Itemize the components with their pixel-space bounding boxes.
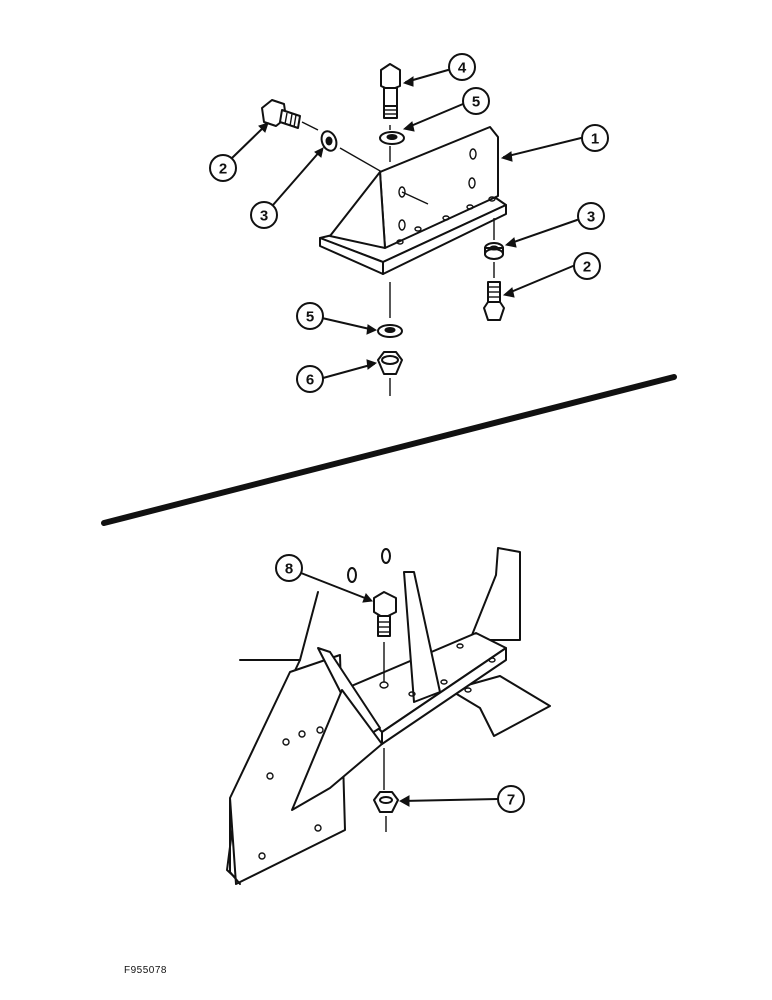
- svg-text:2: 2: [583, 259, 591, 276]
- callout-6: 6: [296, 365, 324, 393]
- washer-bottom: [377, 324, 403, 338]
- washer-top: [379, 131, 405, 162]
- bolt-angled-left: [261, 99, 319, 131]
- washer-left: [320, 130, 383, 173]
- figure-id: F955078: [124, 965, 167, 976]
- mounting-bracket: [319, 126, 507, 275]
- callout-2-left: 2: [209, 154, 237, 182]
- callout-1: 1: [581, 124, 609, 152]
- callout-4: 4: [448, 53, 476, 81]
- bolt-vertical-right: [483, 262, 505, 321]
- svg-text:1: 1: [591, 131, 599, 148]
- svg-text:2: 2: [219, 161, 227, 178]
- nut-bottom: [377, 351, 403, 396]
- top-bracket-assembly: [261, 63, 507, 396]
- svg-text:6: 6: [306, 372, 314, 389]
- svg-text:3: 3: [587, 209, 595, 226]
- callout-5-top: 5: [462, 87, 490, 115]
- svg-text:4: 4: [458, 60, 467, 77]
- callout-3-left: 3: [250, 201, 278, 229]
- callout-7: 7: [497, 785, 525, 813]
- hole-indicator-upper: [381, 548, 391, 564]
- washer-right: [484, 218, 504, 260]
- callout-8: 8: [275, 554, 303, 582]
- bolt-vertical-top: [380, 63, 401, 130]
- hole-indicator-lower: [347, 567, 357, 583]
- svg-text:7: 7: [507, 792, 515, 809]
- callout-3-right: 3: [577, 202, 605, 230]
- bottom-bracket-assembly: [226, 547, 551, 885]
- leader-lines: [231, 69, 582, 807]
- weld-bracket: [291, 547, 551, 811]
- callout-5-bottom: 5: [296, 302, 324, 330]
- svg-text:3: 3: [260, 208, 268, 225]
- bolt-bracket: [373, 591, 397, 682]
- svg-text:8: 8: [285, 561, 293, 578]
- nut-bracket: [373, 791, 399, 832]
- svg-text:5: 5: [306, 309, 314, 326]
- section-divider: [101, 374, 677, 526]
- callout-2-right: 2: [573, 252, 601, 280]
- svg-text:5: 5: [472, 94, 480, 111]
